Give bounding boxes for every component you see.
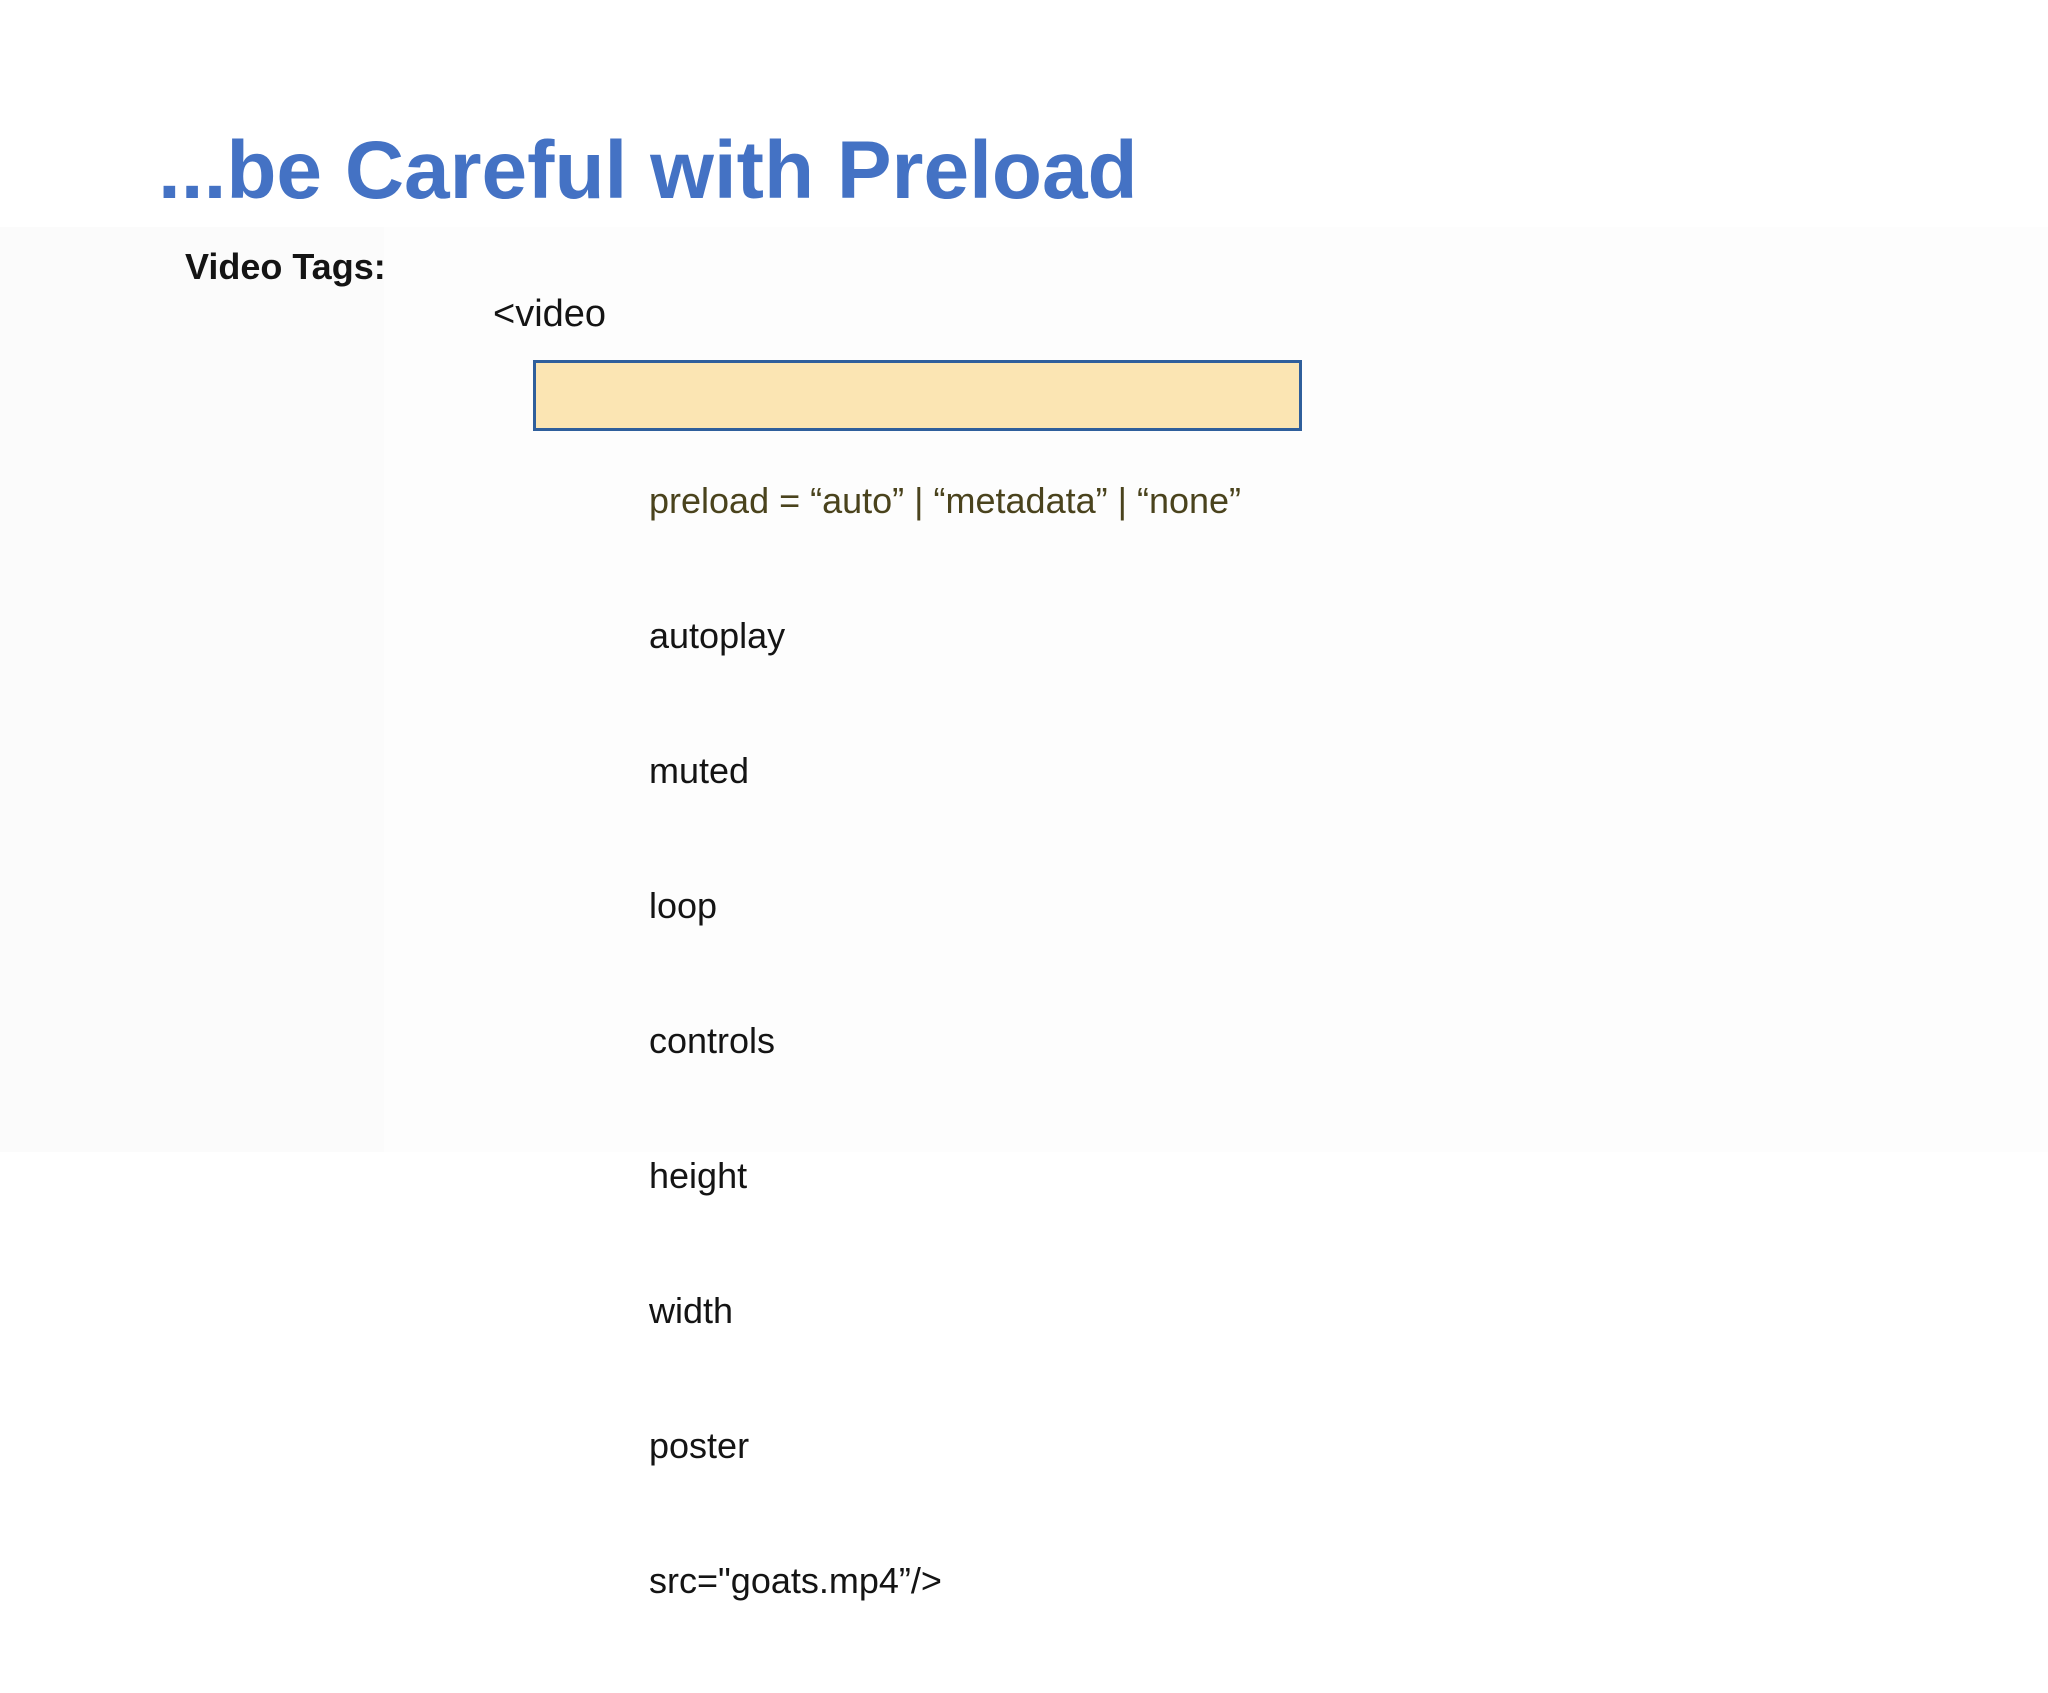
video-tags-label: Video Tags: (185, 246, 386, 287)
slide-title: ...be Careful with Preload (158, 125, 1138, 216)
code-block: preload = “auto” | “metadata” | “none” a… (649, 388, 1241, 1693)
slide-left-strip (0, 227, 384, 1152)
code-line-controls: controls (649, 1020, 776, 1061)
code-line-preload: preload = “auto” | “metadata” | “none” (649, 480, 1242, 521)
code-line-loop: loop (649, 885, 718, 926)
code-line-autoplay: autoplay (649, 615, 786, 656)
code-line-src: src="goats.mp4”/> (649, 1560, 942, 1601)
code-line-poster: poster (649, 1425, 750, 1466)
code-line-height: height (649, 1155, 748, 1196)
preload-highlight-box (533, 360, 1302, 431)
code-line-width: width (649, 1290, 734, 1331)
video-open-tag-text: <video (493, 293, 607, 335)
code-line-muted: muted (649, 750, 750, 791)
